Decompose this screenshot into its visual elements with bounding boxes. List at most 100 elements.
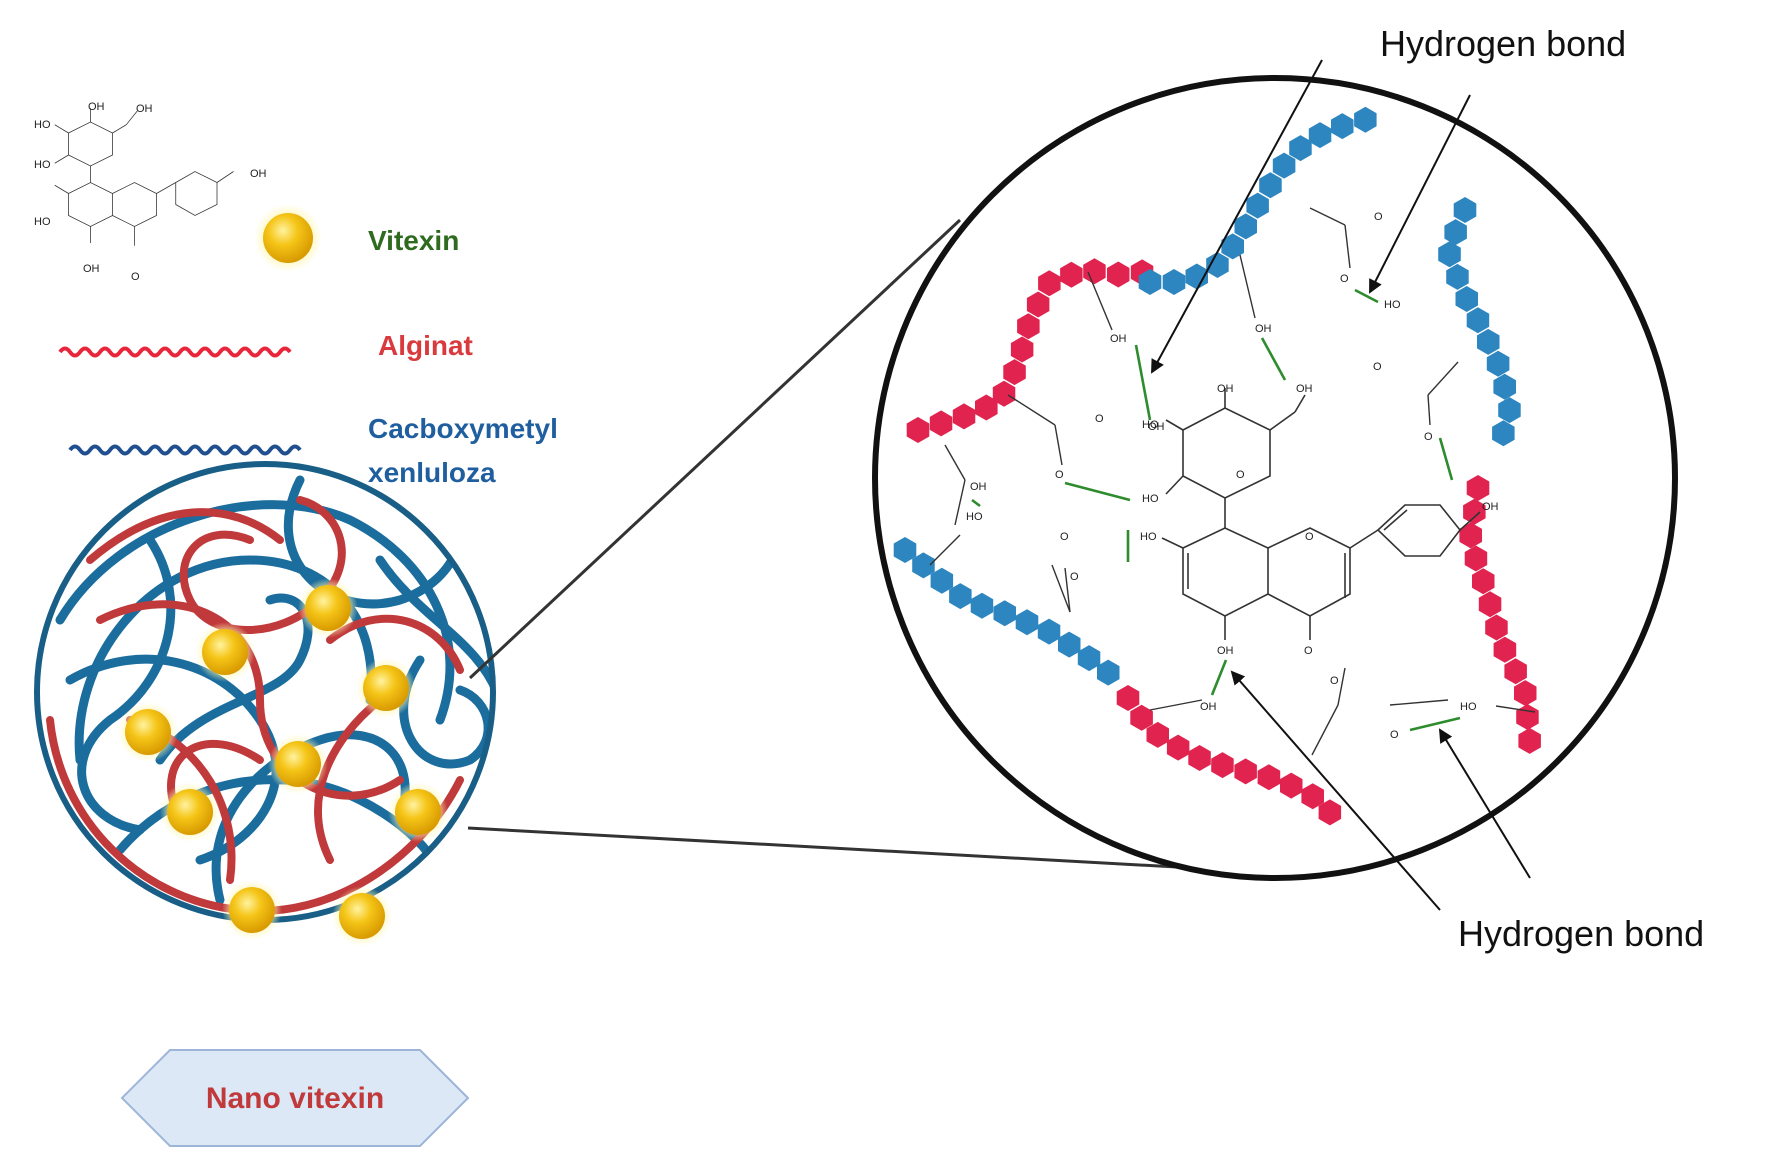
callout-bottom-label: Hydrogen bond	[1458, 913, 1704, 954]
zoom-circle: OH OH HO HO HO O O O OH OH	[872, 75, 1678, 881]
cmc-bead	[1162, 269, 1186, 295]
callout-bottom: Hydrogen bond	[1230, 670, 1704, 954]
side-group-labels: OH OH O O HO OH O O O O OH HO O O OH O O…	[966, 211, 1477, 741]
alginate-bead	[1026, 291, 1050, 318]
alginate-bead	[1107, 261, 1130, 288]
nano-vitexin-badge: Nano vitexin	[120, 1049, 470, 1147]
vitexin-ball	[298, 578, 358, 638]
alginate-bead	[1459, 522, 1482, 549]
alginate-bead	[1257, 764, 1281, 791]
vitexin-ball	[268, 734, 328, 794]
alginate-bead	[1038, 270, 1061, 297]
polymer-beads	[893, 106, 1541, 826]
o-label: O	[1374, 211, 1383, 223]
cmc-bead	[1185, 263, 1208, 290]
oh-label: OH	[1217, 645, 1234, 657]
cmc-bead	[1138, 269, 1162, 295]
alginate-bead	[1146, 721, 1169, 748]
cmc-wave-icon	[68, 444, 302, 456]
vitexin-ball	[332, 886, 392, 946]
cmc-bead	[1037, 618, 1061, 645]
cmc-bead	[1308, 122, 1332, 149]
callout-top: Hydrogen bond	[1151, 23, 1626, 374]
cmc-bead	[1289, 135, 1312, 162]
alginate-bead	[1318, 799, 1342, 826]
o-label: O	[1095, 413, 1104, 425]
ho-label: HO	[1384, 299, 1401, 311]
vitexin-ball-icon	[263, 213, 313, 263]
cmc-bead	[993, 600, 1016, 627]
cmc-bead	[1206, 252, 1229, 278]
zoom-line-bottom	[467, 826, 1196, 870]
cmc-bead	[1453, 197, 1477, 223]
alginate-bead	[1130, 704, 1153, 731]
ho-label: HO	[1142, 419, 1159, 431]
alginate-bead	[992, 380, 1016, 407]
vitexin-ball	[118, 702, 178, 762]
legend: OH OH HO HO OH HO OH O Vitexin Alginat C…	[34, 101, 558, 488]
alginat-wave-icon	[58, 346, 292, 358]
legend-cmc-label-line2: xenluloza	[368, 457, 496, 488]
cmc-bead	[949, 583, 972, 610]
alginate-bead	[1166, 734, 1190, 761]
vitexin-structure-labels: OH OH HO HO OH HO OH O	[34, 101, 267, 283]
callout-bottom-arrow-left	[1230, 670, 1441, 911]
oh-label: OH	[1482, 501, 1499, 513]
o-label: O	[1055, 469, 1064, 481]
alginate-bead	[1010, 336, 1034, 363]
oh-label: OH	[1296, 383, 1313, 395]
vitexin-ball	[160, 782, 220, 842]
cmc-bead	[1498, 397, 1521, 424]
callout-bottom-arrow-right	[1438, 728, 1531, 879]
callout-top-arrow-right	[1369, 94, 1471, 294]
vitexin-ball	[222, 880, 282, 940]
o-label: O	[1304, 645, 1313, 657]
alginate-bead	[1188, 745, 1211, 771]
cmc-bead	[1438, 241, 1461, 268]
vitexin-structure-small	[54, 108, 234, 246]
cmc-bead	[1097, 659, 1120, 686]
cmc-bead	[1234, 213, 1257, 240]
alginate-bead	[1463, 498, 1486, 525]
alginate-bead	[1514, 680, 1537, 707]
ho-label: HO	[1140, 531, 1157, 543]
cmc-bead	[1446, 263, 1469, 290]
nanoparticle	[34, 461, 496, 946]
o-label: O	[1236, 469, 1245, 481]
cmc-bead	[893, 537, 917, 563]
alginate-bead	[1504, 658, 1527, 685]
cmc-bead	[1331, 113, 1354, 140]
alginate-bead	[1280, 772, 1303, 799]
alginate-bead	[975, 394, 998, 421]
alginate-bead	[1234, 758, 1257, 785]
oh-label: OH	[136, 103, 153, 115]
ho-label: HO	[1142, 493, 1159, 505]
cmc-bead	[1466, 307, 1490, 334]
cmc-bead	[1444, 219, 1467, 246]
side-groups	[929, 207, 1536, 756]
o-label: O	[1060, 531, 1069, 543]
alginate-bead	[1466, 475, 1490, 501]
cmc-bead	[1477, 328, 1500, 355]
cmc-bead	[1246, 192, 1269, 219]
ho-label: HO	[34, 159, 51, 171]
cmc-bead	[1493, 373, 1516, 400]
alginate-bead	[1485, 614, 1508, 641]
alginate-bead	[929, 410, 953, 437]
cmc-bead	[970, 592, 994, 619]
alginate-bead	[1211, 752, 1234, 779]
alginate-bead	[1060, 261, 1083, 288]
o-label: O	[131, 271, 140, 283]
cmc-bead	[912, 552, 935, 579]
alginate-bead	[1083, 258, 1106, 285]
vitexin-ball	[388, 782, 448, 842]
oh-label: OH	[1200, 701, 1217, 713]
cmc-bead	[1486, 350, 1510, 377]
o-label: O	[1390, 729, 1399, 741]
cmc-bead	[1015, 609, 1039, 636]
legend-alginat-label: Alginat	[378, 330, 473, 361]
cmc-bead	[1492, 420, 1515, 447]
cmc-bead	[930, 567, 954, 594]
alginate-bead	[952, 403, 976, 430]
